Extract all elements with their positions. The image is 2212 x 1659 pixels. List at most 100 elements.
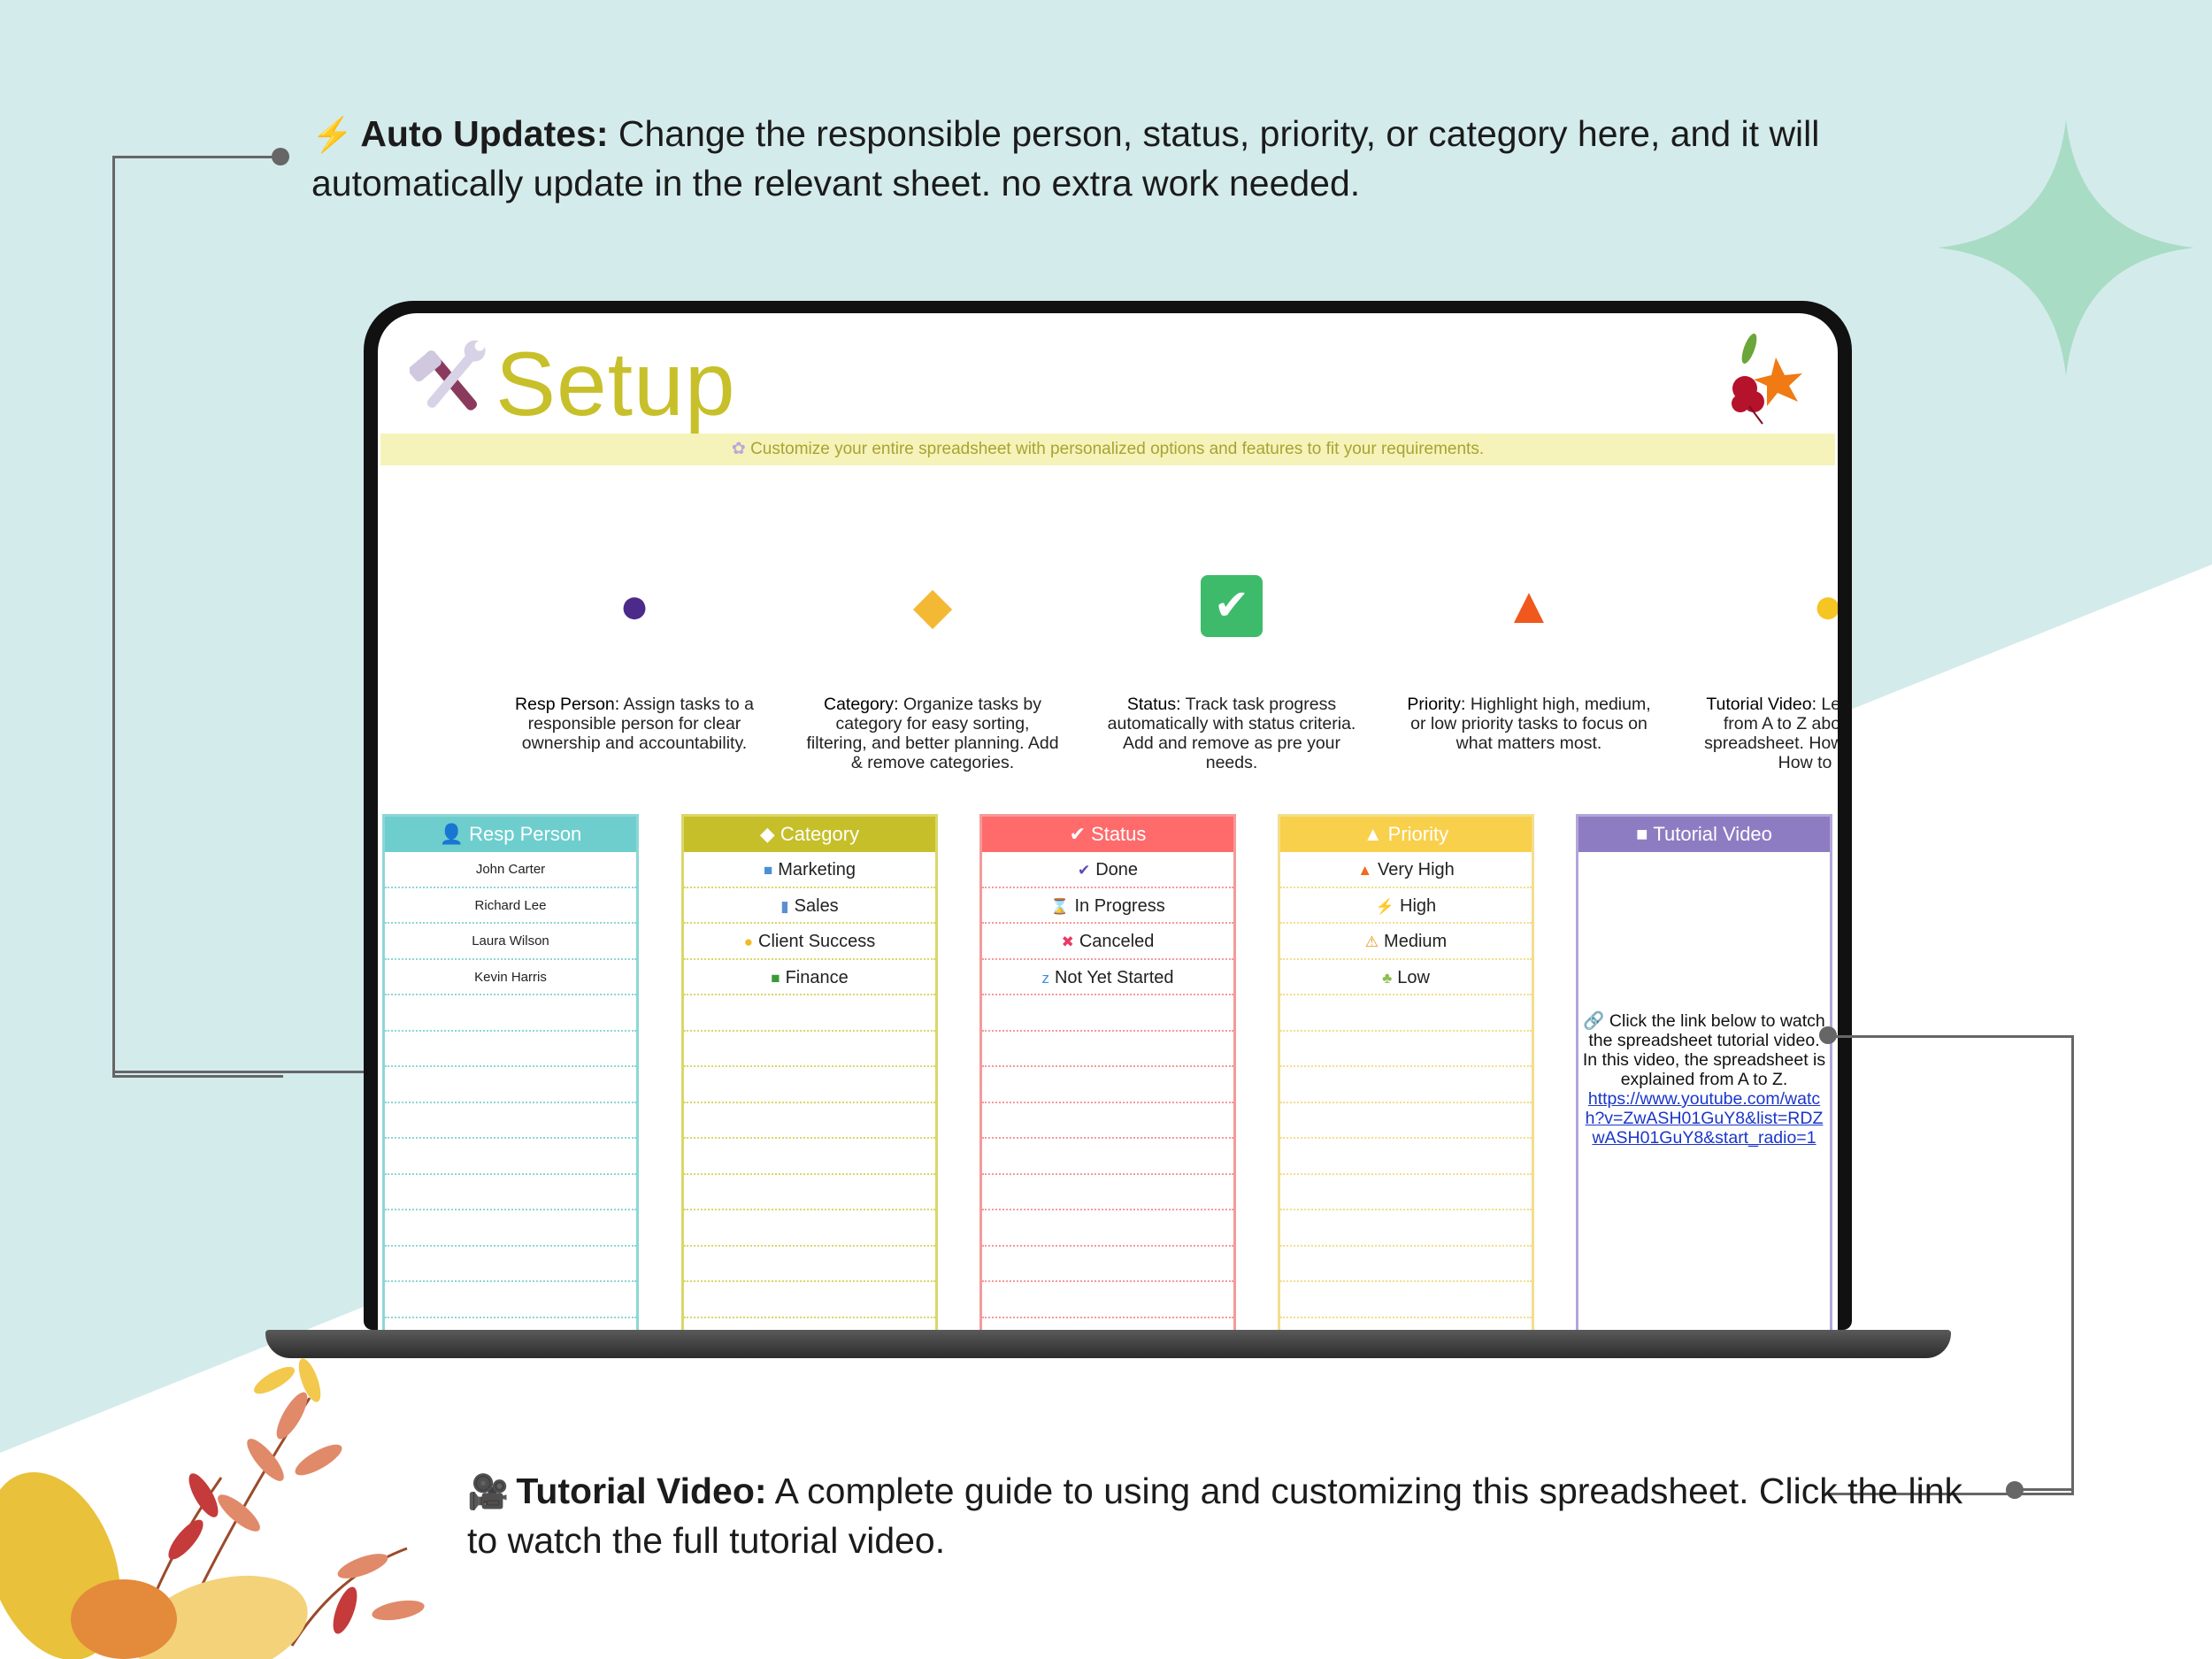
empty-cell[interactable] <box>385 1175 636 1210</box>
annotation-text-line2: to watch the full tutorial video. <box>467 1520 946 1561</box>
empty-cell[interactable] <box>385 1103 636 1139</box>
tutorial-video-link[interactable]: https://www.youtube.com/watch?v=ZwASH01G… <box>1585 1089 1824 1148</box>
empty-cell[interactable] <box>1280 1067 1532 1103</box>
empty-cell[interactable] <box>982 1103 1233 1139</box>
column-header-label: Status <box>1091 823 1147 845</box>
list-item[interactable]: ♣Low <box>1280 960 1532 995</box>
empty-cell[interactable] <box>982 1247 1233 1282</box>
empty-cell[interactable] <box>385 995 636 1032</box>
column-header-tutorial-video[interactable]: ■Tutorial Video <box>1578 814 1830 852</box>
column-header-label: Resp Person <box>469 823 582 845</box>
list-item[interactable]: ●Client Success <box>684 924 935 960</box>
person-icon: ● <box>618 577 650 634</box>
list-item[interactable]: ⚡High <box>1280 888 1532 924</box>
column-header-icon: ✔ <box>1069 823 1087 845</box>
item-label: Marketing <box>778 860 856 879</box>
tutorial-text-2: In this video, the spreadsheet is explai… <box>1582 1050 1826 1089</box>
column-header-priority[interactable]: ▲Priority <box>1280 814 1532 852</box>
list-item[interactable]: John Carter <box>385 852 636 888</box>
empty-cell[interactable] <box>684 1210 935 1247</box>
empty-cell[interactable] <box>1280 995 1532 1032</box>
column-header-icon: ◆ <box>759 823 775 845</box>
column-header-category[interactable]: ◆Category <box>684 814 935 852</box>
list-item[interactable]: Laura Wilson <box>385 924 636 960</box>
empty-cell[interactable] <box>385 1247 636 1282</box>
empty-cell[interactable] <box>1280 1103 1532 1139</box>
list-item[interactable]: ▮Sales <box>684 888 935 924</box>
list-item[interactable]: ▲Very High <box>1280 852 1532 888</box>
empty-cell[interactable] <box>1280 1032 1532 1067</box>
empty-cell[interactable] <box>385 1032 636 1067</box>
column-header-status[interactable]: ✔Status <box>982 814 1233 852</box>
empty-cell[interactable] <box>684 1247 935 1282</box>
list-item[interactable]: ✔Done <box>982 852 1233 888</box>
tools-icon <box>410 340 486 411</box>
laptop-frame: Setup ✿ Customize your entire spreadshee… <box>364 301 1852 1330</box>
feature-description: Category: Organize tasks by category for… <box>804 695 1061 772</box>
empty-cell[interactable] <box>385 1210 636 1247</box>
list-item[interactable]: ⚠Medium <box>1280 924 1532 960</box>
annotation-text: Change the responsible person, status, p… <box>608 113 1820 154</box>
item-icon: ✔ <box>1077 862 1091 879</box>
list-item[interactable]: Richard Lee <box>385 888 636 924</box>
empty-cell[interactable] <box>684 1032 935 1067</box>
item-label: Low <box>1397 967 1430 987</box>
empty-cell[interactable] <box>385 1139 636 1175</box>
list-item[interactable]: ✖Canceled <box>982 924 1233 960</box>
empty-cell[interactable] <box>684 1282 935 1318</box>
item-icon: ■ <box>771 969 780 987</box>
empty-cell[interactable] <box>982 1210 1233 1247</box>
feature-label: Status: <box>1126 695 1181 714</box>
empty-cell[interactable] <box>1280 1282 1532 1318</box>
feature-text: Assign tasks to a responsible person for… <box>521 695 754 753</box>
item-icon: ✖ <box>1061 933 1074 950</box>
empty-cell[interactable] <box>982 1032 1233 1067</box>
item-icon: ⚡ <box>1375 897 1395 915</box>
list-item[interactable]: Kevin Harris <box>385 960 636 995</box>
empty-cell[interactable] <box>982 995 1233 1032</box>
empty-cell[interactable] <box>684 1103 935 1139</box>
sparkle-star-icon <box>1938 119 2194 376</box>
list-item[interactable]: ■Finance <box>684 960 935 995</box>
empty-cell[interactable] <box>1280 1175 1532 1210</box>
item-label: Very High <box>1378 860 1455 879</box>
empty-cell[interactable] <box>982 1175 1233 1210</box>
empty-cell[interactable] <box>385 1282 636 1318</box>
list-item[interactable]: ■ Marketing <box>684 852 935 888</box>
item-label: Laura Wilson <box>472 933 549 949</box>
empty-cell[interactable] <box>982 1282 1233 1318</box>
feature-description: Tutorial Video: Learn everything from A … <box>1700 695 1838 772</box>
item-label: John Carter <box>475 862 546 877</box>
empty-cell[interactable] <box>684 1175 935 1210</box>
empty-cell[interactable] <box>684 995 935 1032</box>
column-category: ◆Category ■ Marketing ▮Sales●Client Success… <box>681 814 938 1330</box>
autumn-leaves-decoration <box>0 1358 425 1659</box>
connector-line-left-bottom <box>112 1071 375 1073</box>
empty-cell[interactable] <box>684 1139 935 1175</box>
empty-cell[interactable] <box>1280 1247 1532 1282</box>
item-icon: ▮ <box>780 897 789 915</box>
annotation-title: Tutorial Video: <box>516 1471 767 1511</box>
feature-description: Priority: Highlight high, medium, or low… <box>1401 695 1657 753</box>
empty-cell[interactable] <box>982 1139 1233 1175</box>
empty-cell[interactable] <box>385 1067 636 1103</box>
empty-cell[interactable] <box>982 1067 1233 1103</box>
annotation-text-line2: automatically update in the relevant she… <box>311 163 1361 204</box>
autumn-leaves-icon <box>1732 333 1802 425</box>
feature-label: Tutorial Video: <box>1706 695 1816 714</box>
item-icon: z <box>1041 969 1049 987</box>
empty-cell[interactable] <box>1280 1210 1532 1247</box>
list-item[interactable]: ⌛In Progress <box>982 888 1233 924</box>
item-icon: ⌛ <box>1050 897 1070 915</box>
feature-label: Resp Person: <box>515 695 620 714</box>
feature-description: Resp Person: Assign tasks to a responsib… <box>506 695 763 753</box>
item-icon: ■ <box>763 862 773 879</box>
link-icon: 🔗 <box>1583 1011 1609 1031</box>
empty-cell[interactable] <box>684 1067 935 1103</box>
column-header-resp-person[interactable]: 👤Resp Person <box>385 814 636 852</box>
empty-cell[interactable] <box>1280 1139 1532 1175</box>
lightning-icon: ⚡ <box>311 117 354 154</box>
gear-icon: ✿ <box>731 440 751 458</box>
